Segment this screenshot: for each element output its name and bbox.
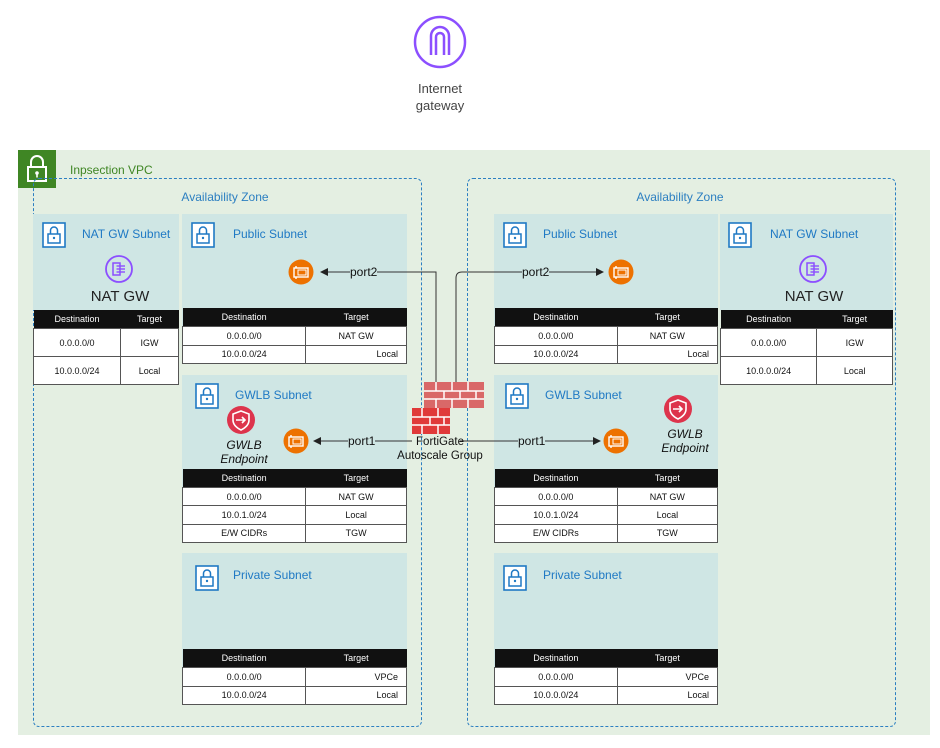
port1-left-label: port1: [348, 434, 376, 448]
rt-target: Local: [616, 505, 719, 525]
port2-right-link: [455, 268, 604, 382]
rt-header-target: Target: [305, 308, 407, 327]
rt-header-destination: Destination: [182, 469, 306, 488]
internet-gateway-icon: [413, 15, 467, 69]
network-interface-icon: [603, 428, 629, 454]
port2-left-label: port2: [350, 265, 378, 279]
rt-dest: 0.0.0.0/0: [181, 486, 307, 507]
rt-dest: E/W CIDRs: [494, 523, 618, 544]
rt-header-destination: Destination: [494, 649, 618, 668]
rt-target: Local: [120, 356, 179, 385]
rt-header-destination: Destination: [494, 308, 618, 327]
gwlb-endpoint-icon: [664, 395, 692, 423]
public-subnet-right-title: Public Subnet: [543, 227, 618, 241]
network-interface-icon: [288, 259, 314, 285]
nat-gw-subnet-left-title: NAT GW Subnet: [82, 227, 171, 241]
public-subnet-left-title: Public Subnet: [233, 227, 308, 241]
nat-gateway-icon: [799, 255, 827, 283]
rt-target: NAT GW: [616, 486, 719, 507]
rt-header-target: Target: [305, 649, 407, 668]
nat-gw-label-left: NAT GW: [90, 288, 150, 305]
gwlb-subnet-right-title: GWLB Subnet: [545, 388, 622, 402]
network-interface-icon: [283, 428, 309, 454]
rt-target: Local: [305, 505, 407, 525]
rt-target: TGW: [616, 523, 719, 544]
private-subnet-right-title: Private Subnet: [543, 568, 622, 582]
rt-header-destination: Destination: [33, 310, 121, 329]
rt-dest: 0.0.0.0/0: [494, 486, 618, 507]
rt-target: Local: [816, 356, 893, 385]
subnet-lock-icon: [728, 222, 752, 248]
rt-dest: 10.0.0.0/24: [494, 685, 618, 705]
rt-target: Local: [305, 685, 407, 705]
internet-gateway-label: Internet gateway: [415, 81, 465, 113]
subnet-lock-icon: [503, 565, 527, 591]
subnet-lock-icon: [505, 383, 529, 409]
rt-dest: 10.0.0.0/24: [33, 356, 121, 385]
port1-right-label: port1: [518, 434, 546, 448]
subnet-lock-icon: [503, 222, 527, 248]
gwlb-endpoint-icon: [227, 406, 255, 434]
fortigate-firewall-icon: [412, 382, 484, 434]
rt-dest: 0.0.0.0/0: [719, 328, 818, 357]
rt-dest: 10.0.0.0/24: [719, 356, 818, 385]
nat-gateway-icon: [105, 255, 133, 283]
rt-target: IGW: [816, 328, 893, 357]
rt-target: TGW: [305, 523, 407, 544]
rt-target: Local: [305, 344, 407, 364]
nat-gw-label-right: NAT GW: [784, 288, 844, 305]
rt-header-destination: Destination: [720, 310, 817, 329]
subnet-lock-icon: [42, 222, 66, 248]
port2-left-link: [320, 268, 437, 382]
rt-dest: 10.0.1.0/24: [494, 505, 618, 525]
rt-header-target: Target: [816, 310, 893, 329]
rt-dest: 10.0.0.0/24: [494, 344, 618, 364]
rt-dest: 10.0.0.0/24: [181, 685, 307, 705]
rt-header-destination: Destination: [182, 308, 306, 327]
gwlb-subnet-left-title: GWLB Subnet: [235, 388, 312, 402]
az-left-label: Availability Zone: [181, 190, 269, 204]
rt-target: NAT GW: [305, 326, 407, 346]
rt-header-destination: Destination: [182, 649, 306, 668]
vpc-label: Inpsection VPC: [70, 163, 153, 177]
subnet-lock-icon: [191, 222, 215, 248]
rt-dest: 10.0.1.0/24: [181, 505, 307, 525]
rt-target: IGW: [120, 328, 179, 357]
az-right-label: Availability Zone: [636, 190, 724, 204]
rt-header-target: Target: [617, 308, 718, 327]
rt-target: Local: [616, 344, 719, 364]
rt-target: NAT GW: [305, 486, 407, 507]
rt-dest: 10.0.0.0/24: [181, 344, 307, 364]
network-interface-icon: [608, 259, 634, 285]
rt-dest: E/W CIDRs: [181, 523, 307, 544]
subnet-lock-icon: [195, 565, 219, 591]
subnet-lock-icon: [195, 383, 219, 409]
rt-target: VPCe: [616, 667, 719, 687]
availability-zone-left: [33, 178, 422, 727]
rt-header-target: Target: [617, 649, 718, 668]
rt-header-target: Target: [617, 469, 718, 488]
nat-gw-subnet-right-title: NAT GW Subnet: [770, 227, 859, 241]
rt-header-target: Target: [120, 310, 179, 329]
rt-dest: 0.0.0.0/0: [181, 326, 307, 346]
private-subnet-left-title: Private Subnet: [233, 568, 312, 582]
port2-right-label: port2: [522, 265, 550, 279]
rt-target: Local: [616, 685, 719, 705]
rt-header-destination: Destination: [494, 469, 618, 488]
rt-header-target: Target: [305, 469, 407, 488]
availability-zone-right: [467, 178, 896, 727]
